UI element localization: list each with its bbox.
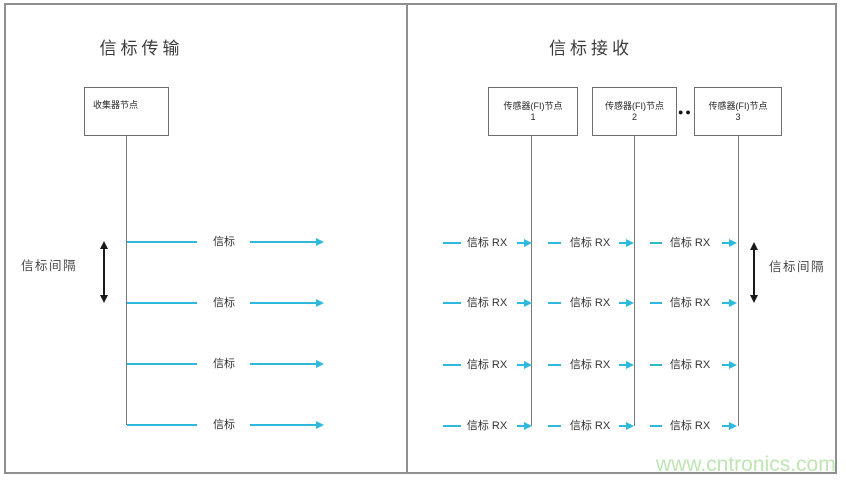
rx-dash (548, 425, 561, 427)
sensor-node-number: 2 (631, 111, 637, 122)
rx-dash (548, 364, 561, 366)
rx-arrowhead-icon (729, 238, 737, 247)
rx-arrow-line (619, 242, 627, 244)
beacon-arrow-line (250, 424, 317, 426)
rx-arrow-line (722, 425, 730, 427)
beacon-arrowhead-icon (316, 359, 324, 368)
rx-dash (443, 364, 461, 366)
rx-arrowhead-icon (729, 360, 737, 369)
watermark-text: www.cntronics.com (656, 453, 836, 476)
rx-arrow-line (517, 302, 525, 304)
beacon-line (127, 363, 197, 365)
sensor1-timeline-line (530, 136, 532, 426)
rx-label: 信标 RX (466, 237, 508, 249)
rx-arrow-line (517, 242, 525, 244)
rx-arrowhead-icon (626, 421, 634, 430)
collector-node-label: 收集器节点 (93, 100, 139, 110)
rx-arrowhead-icon (524, 238, 532, 247)
collector-node-box: 收集器节点 (84, 87, 169, 136)
interval-arrow-line (753, 249, 755, 297)
beacon-label: 信标 (213, 297, 235, 309)
ellipsis-dots-icon: ●● (678, 107, 693, 117)
arrow-up-icon (750, 242, 758, 250)
sensor-node-label: 传感器(FI)节点 (708, 100, 768, 111)
rx-label: 信标 RX (466, 297, 508, 309)
beacon-label: 信标 (213, 236, 235, 248)
rx-arrow-line (619, 364, 627, 366)
arrow-down-icon (100, 295, 108, 303)
rx-dash (443, 425, 461, 427)
rx-label: 信标 RX (466, 359, 508, 371)
rx-dash (650, 425, 662, 427)
beacon-arrow-line (250, 241, 317, 243)
rx-arrowhead-icon (524, 298, 532, 307)
arrow-down-icon (750, 295, 758, 303)
rx-arrow-line (619, 302, 627, 304)
rx-arrow-line (619, 425, 627, 427)
sensor-node-label: 传感器(FI)节点 (503, 100, 563, 111)
rx-dash (650, 242, 662, 244)
sensor-node-box-1: 传感器(FI)节点 1 (488, 87, 578, 136)
beacon-arrowhead-icon (316, 237, 324, 246)
arrow-up-icon (100, 241, 108, 249)
interval-arrow-line (103, 248, 105, 297)
beacon-line (127, 241, 197, 243)
rx-label: 信标 RX (569, 359, 611, 371)
sensor-node-number: 1 (530, 111, 536, 122)
rx-label: 信标 RX (669, 237, 711, 249)
beacon-label: 信标 (213, 419, 235, 431)
beacon-arrowhead-icon (316, 298, 324, 307)
rx-label: 信标 RX (569, 420, 611, 432)
beacon-line (127, 302, 197, 304)
rx-label: 信标 RX (669, 420, 711, 432)
rx-arrowhead-icon (729, 298, 737, 307)
rx-dash (650, 364, 662, 366)
sensor-node-box-2: 传感器(FI)节点 2 (592, 87, 677, 136)
rx-dash (548, 302, 561, 304)
beacon-arrow-line (250, 363, 317, 365)
rx-arrowhead-icon (524, 360, 532, 369)
beacon-line (127, 424, 197, 426)
sensor-node-label: 传感器(FI)节点 (605, 100, 664, 111)
beacon-arrowhead-icon (316, 420, 324, 429)
outer-border (4, 3, 837, 474)
rx-dash (443, 302, 461, 304)
rx-arrowhead-icon (626, 298, 634, 307)
rx-label: 信标 RX (669, 359, 711, 371)
rx-dash (650, 302, 662, 304)
rx-arrow-line (517, 364, 525, 366)
rx-label: 信标 RX (669, 297, 711, 309)
sensor-node-number: 3 (735, 111, 741, 122)
beacon-interval-label: 信标间隔 (20, 259, 77, 273)
panel-divider (406, 3, 408, 474)
rx-arrow-line (722, 364, 730, 366)
sensor3-timeline-line (737, 136, 739, 426)
rx-arrowhead-icon (626, 238, 634, 247)
rx-label: 信标 RX (466, 420, 508, 432)
rx-label: 信标 RX (569, 237, 611, 249)
collector-timeline-line (125, 136, 127, 425)
rx-arrow-line (722, 242, 730, 244)
rx-arrowhead-icon (524, 421, 532, 430)
rx-arrowhead-icon (729, 421, 737, 430)
sensor2-timeline-line (633, 136, 635, 426)
rx-dash (548, 242, 561, 244)
left-panel-title: 信标传输 (99, 39, 184, 58)
rx-arrowhead-icon (626, 360, 634, 369)
sensor-node-box-3: 传感器(FI)节点 3 (694, 87, 782, 136)
rx-arrow-line (517, 425, 525, 427)
beacon-interval-label: 信标间隔 (768, 260, 825, 274)
beacon-arrow-line (250, 302, 317, 304)
rx-dash (443, 242, 461, 244)
rx-arrow-line (722, 302, 730, 304)
right-panel-title: 信标接收 (549, 39, 633, 58)
rx-label: 信标 RX (569, 297, 611, 309)
beacon-label: 信标 (213, 358, 235, 370)
